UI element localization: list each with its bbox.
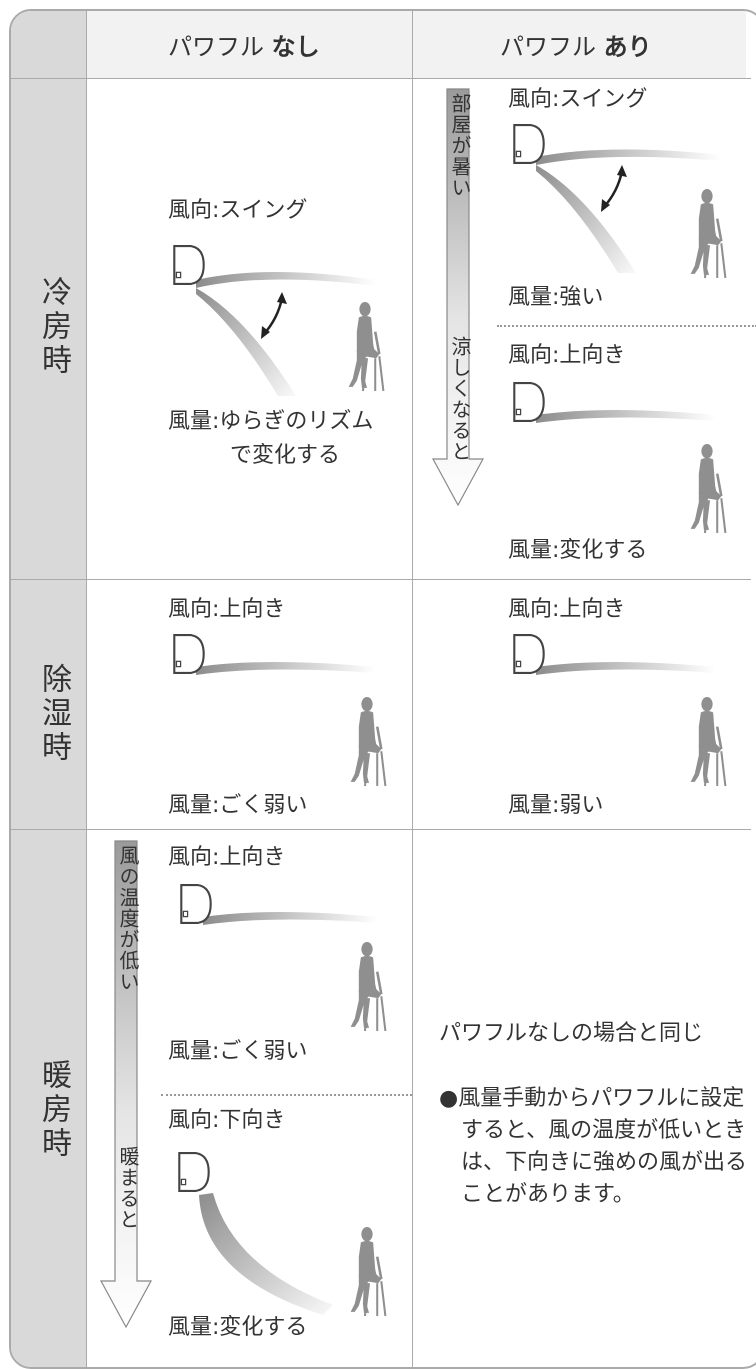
seated-person-icon	[686, 188, 728, 280]
column-header-without-prefix: パワフル	[168, 33, 264, 61]
cooling-arrow-bottom-label: 涼しくなると	[448, 336, 472, 462]
cooling-arrow-top-label: 部屋が暑い	[448, 93, 472, 198]
settings-table: パワフル なし パワフル あり 冷房時 除湿時 暖房時 風向:スイング 風量:ゆ…	[9, 9, 756, 1369]
column-header-with-prefix: パワフル	[500, 33, 596, 61]
heating-arrow-bottom-label: 暖まると	[116, 1146, 140, 1230]
upward-airflow-diagram	[513, 634, 716, 675]
upward-airflow-diagram	[173, 634, 376, 675]
cooling-without-volume-line2: で変化する	[230, 443, 341, 468]
heating-with-note: ●風量手動からパワフルに設定すると、風の温度が低いときは、下向きに強めの風が出る…	[439, 1086, 748, 1207]
seated-person-icon	[686, 443, 728, 535]
air-conditioner-icon	[513, 634, 545, 674]
seated-person-icon	[686, 696, 728, 788]
grid-line	[11, 579, 751, 580]
air-conditioner-icon	[173, 634, 205, 674]
seated-person-icon	[346, 1226, 388, 1318]
air-conditioner-icon	[180, 884, 212, 924]
column-header-with: パワフル あり	[500, 33, 652, 62]
grid-line	[412, 11, 413, 1367]
header-row	[86, 11, 746, 79]
heating-warm-direction: 風向:下向き	[168, 1108, 286, 1133]
heating-warm-volume: 風量:変化する	[168, 1315, 308, 1340]
grid-line	[11, 829, 751, 830]
seated-person-icon	[344, 301, 386, 393]
upward-airflow-diagram	[513, 382, 716, 423]
cooling-with-hot-direction: 風向:スイング	[508, 87, 648, 112]
heating-arrow-top-label: 風の温度が低い	[116, 845, 140, 992]
air-conditioner-icon	[513, 124, 545, 164]
column-header-without-bold: なし	[271, 33, 320, 61]
air-conditioner-icon	[173, 245, 205, 285]
dehumidify-with-direction: 風向:上向き	[508, 597, 626, 622]
swing-airflow-diagram	[173, 245, 376, 396]
dehumidify-without-volume: 風量:ごく弱い	[168, 793, 308, 818]
heating-low-volume: 風量:ごく弱い	[168, 1039, 308, 1064]
column-header-with-bold: あり	[603, 33, 652, 61]
heating-with-same-text: パワフルなしの場合と同じ	[439, 1021, 704, 1046]
dotted-divider	[497, 325, 756, 327]
dehumidify-with-volume: 風量:弱い	[508, 793, 604, 818]
grid-line	[86, 11, 87, 1367]
transition-arrow-heating	[99, 840, 153, 1329]
cooling-without-direction: 風向:スイング	[168, 198, 308, 223]
row-title-dehumidify: 除湿時	[36, 663, 71, 765]
air-conditioner-icon	[178, 1152, 210, 1192]
dotted-divider	[161, 1094, 412, 1096]
cooling-with-cool-direction: 風向:上向き	[508, 343, 626, 368]
cooling-with-hot-volume: 風量:強い	[508, 285, 604, 310]
dehumidify-without-direction: 風向:上向き	[168, 597, 286, 622]
grid-line	[11, 78, 751, 79]
swing-airflow-diagram	[513, 124, 721, 273]
upward-airflow-diagram	[180, 884, 378, 925]
row-title-heating: 暖房時	[36, 1059, 71, 1161]
row-header-column	[11, 79, 86, 1367]
transition-arrow-cooling	[431, 88, 485, 507]
corner-cell	[11, 11, 86, 79]
air-conditioner-icon	[513, 382, 545, 422]
seated-person-icon	[346, 696, 388, 788]
column-header-without: パワフル なし	[168, 33, 320, 62]
heating-low-direction: 風向:上向き	[168, 845, 286, 870]
cooling-without-volume-line1: 風量:ゆらぎのリズム	[168, 409, 374, 434]
seated-person-icon	[346, 941, 388, 1033]
downward-airflow-diagram	[178, 1152, 333, 1315]
cooling-with-cool-volume: 風量:変化する	[508, 538, 648, 563]
row-title-cooling: 冷房時	[36, 276, 71, 378]
